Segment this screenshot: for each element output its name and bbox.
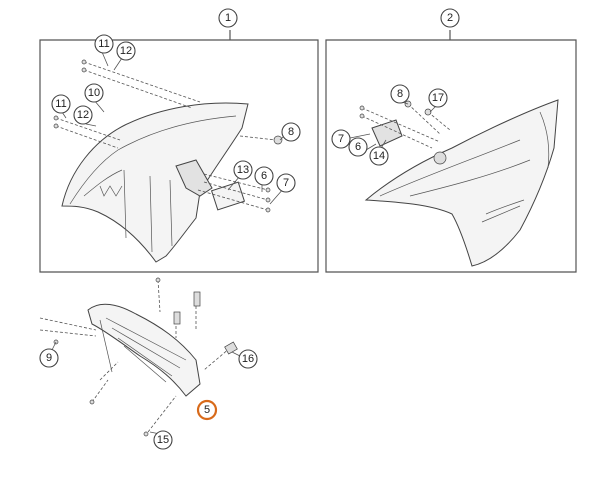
callout-7b[interactable]: 7 bbox=[331, 129, 351, 149]
svg-text:6: 6 bbox=[355, 141, 361, 153]
callout-16[interactable]: 16 bbox=[238, 349, 258, 369]
svg-text:15: 15 bbox=[157, 434, 169, 446]
callout-6a[interactable]: 6 bbox=[254, 166, 274, 186]
assembly-5-bracket bbox=[87, 303, 201, 397]
callout-17[interactable]: 17 bbox=[428, 88, 448, 108]
panel-inner-bracket bbox=[175, 159, 213, 197]
svg-text:10: 10 bbox=[88, 87, 100, 99]
callout-1[interactable]: 1 bbox=[218, 8, 238, 28]
callout-6b[interactable]: 6 bbox=[348, 137, 368, 157]
fastener-leaders-2 bbox=[361, 103, 451, 149]
callout-12a[interactable]: 12 bbox=[116, 41, 136, 61]
callout-8b[interactable]: 8 bbox=[390, 84, 410, 104]
callout-leaders-1 bbox=[61, 51, 285, 205]
bracket-plate bbox=[210, 181, 246, 211]
fastener-leaders-5 bbox=[39, 279, 231, 433]
panel-2-mount bbox=[371, 119, 403, 147]
svg-text:7: 7 bbox=[283, 177, 289, 189]
callout-10[interactable]: 10 bbox=[84, 83, 104, 103]
panel-detail-lines bbox=[69, 115, 237, 253]
callouts: 1 2 11 12 10 11 12 8 bbox=[39, 8, 460, 450]
svg-text:14: 14 bbox=[373, 150, 385, 162]
fasteners-1 bbox=[53, 59, 283, 213]
svg-text:1: 1 bbox=[225, 12, 231, 24]
svg-text:7: 7 bbox=[338, 133, 344, 145]
callout-5-highlighted[interactable]: 5 bbox=[196, 399, 218, 421]
svg-text:2: 2 bbox=[447, 12, 453, 24]
fastener-leaders-1 bbox=[55, 61, 277, 211]
svg-text:16: 16 bbox=[242, 353, 254, 365]
assembly-5-group bbox=[39, 277, 241, 437]
callout-12b[interactable]: 12 bbox=[73, 105, 93, 125]
callout-leaders-2 bbox=[349, 101, 437, 151]
svg-text:13: 13 bbox=[237, 164, 249, 176]
svg-text:11: 11 bbox=[55, 98, 66, 110]
svg-text:17: 17 bbox=[432, 92, 444, 104]
svg-text:8: 8 bbox=[397, 88, 403, 100]
assembly-1-group bbox=[39, 30, 319, 273]
callout-13[interactable]: 13 bbox=[233, 160, 253, 180]
bracket-ribs bbox=[99, 317, 187, 383]
callout-8a[interactable]: 8 bbox=[281, 122, 301, 142]
svg-text:9: 9 bbox=[46, 352, 52, 364]
svg-text:8: 8 bbox=[288, 126, 294, 138]
assembly-1-side-panel bbox=[61, 102, 249, 263]
callout-11b[interactable]: 11 bbox=[51, 94, 71, 114]
assembly-2-group bbox=[325, 30, 577, 273]
panel-2-detail-lines bbox=[379, 111, 550, 223]
svg-text:12: 12 bbox=[77, 109, 89, 121]
svg-text:5: 5 bbox=[204, 404, 210, 416]
callout-15[interactable]: 15 bbox=[153, 430, 173, 450]
svg-text:12: 12 bbox=[120, 45, 132, 57]
callout-11a[interactable]: 11 bbox=[94, 34, 114, 54]
callout-2[interactable]: 2 bbox=[440, 8, 460, 28]
fasteners-5 bbox=[53, 277, 238, 437]
assembly-2-side-panel bbox=[364, 99, 559, 267]
callout-7a[interactable]: 7 bbox=[276, 173, 296, 193]
svg-text:6: 6 bbox=[261, 170, 267, 182]
callout-9[interactable]: 9 bbox=[39, 348, 59, 368]
panel-2-grommet bbox=[433, 151, 447, 165]
callout-14[interactable]: 14 bbox=[369, 146, 389, 166]
svg-text:11: 11 bbox=[98, 38, 109, 50]
